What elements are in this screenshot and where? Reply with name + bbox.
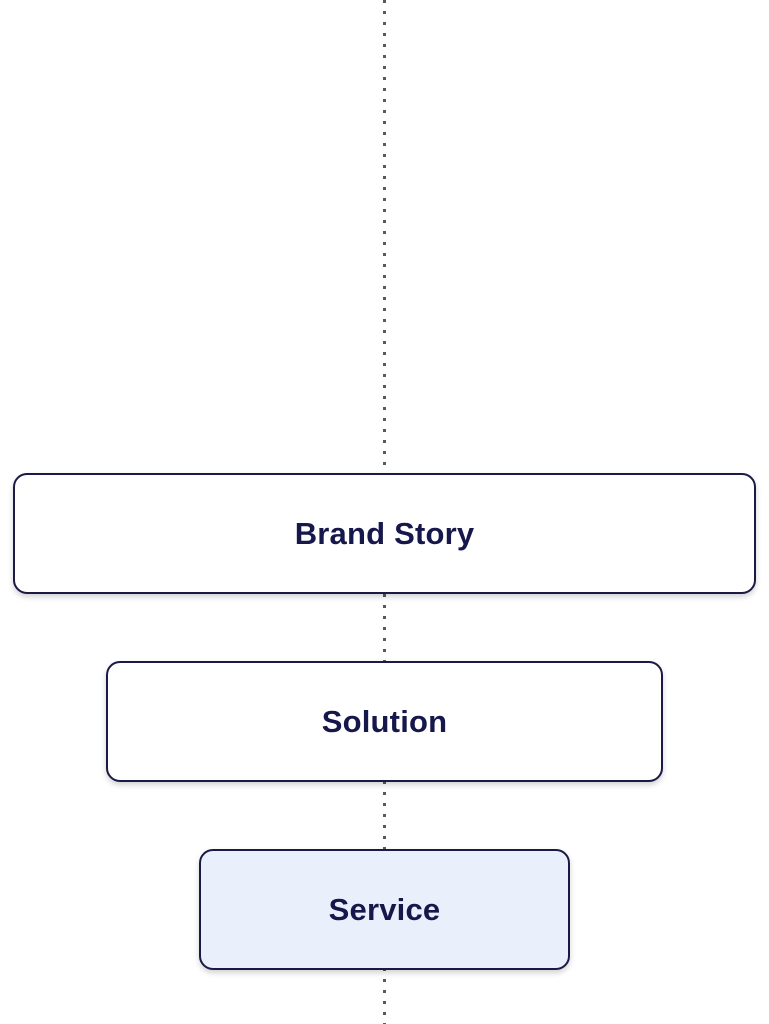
node-solution-label: Solution bbox=[321, 703, 448, 739]
node-service[interactable]: Service bbox=[199, 849, 570, 970]
node-solution[interactable]: Solution bbox=[106, 661, 663, 782]
node-brand-story[interactable]: Brand Story bbox=[13, 473, 756, 594]
node-service-label: Service bbox=[328, 891, 441, 927]
node-brand-story-label: Brand Story bbox=[294, 515, 475, 551]
